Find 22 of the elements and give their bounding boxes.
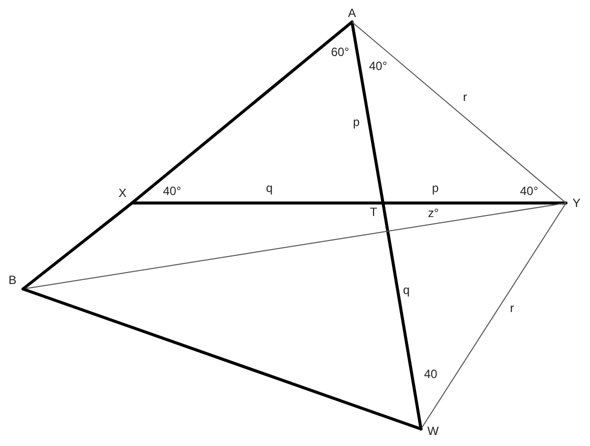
line-segment: [22, 202, 134, 290]
angle-label: 40°: [520, 184, 538, 198]
line-segment: [130, 20, 354, 204]
line-segment: [382, 202, 422, 430]
line-segment: [352, 22, 566, 204]
point-label: T: [364, 203, 383, 220]
point-label: B: [2, 270, 23, 289]
point-label: W: [421, 422, 445, 440]
angle-label: 40°: [369, 59, 388, 73]
line-segment: [350, 20, 384, 204]
line-segment: [382, 202, 568, 204]
line-segment: [22, 202, 566, 290]
point-label: X: [113, 183, 132, 203]
length-label: 40: [424, 367, 438, 381]
line-segment: [420, 202, 566, 430]
angle-label: 60°: [331, 45, 350, 59]
point-label: Y: [566, 194, 587, 212]
line-segment: [22, 288, 422, 430]
point-label: A: [344, 3, 360, 22]
line-segment: [130, 202, 384, 204]
angle-label: z°: [428, 206, 439, 220]
angle-label: 40°: [163, 184, 182, 198]
